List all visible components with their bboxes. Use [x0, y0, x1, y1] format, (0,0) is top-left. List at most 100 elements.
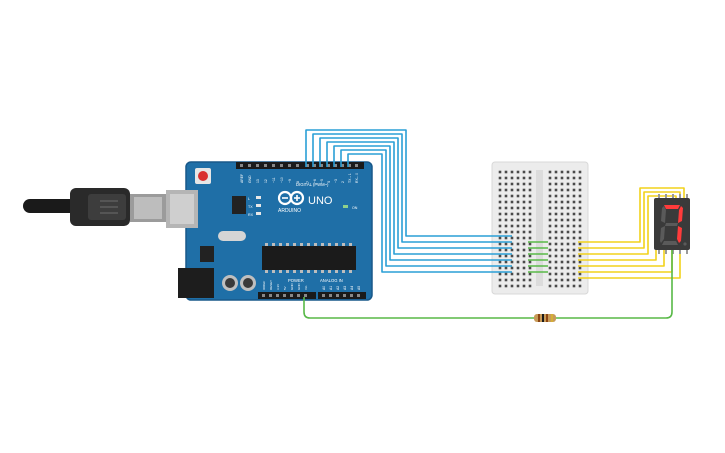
breadboard-hole[interactable]	[566, 260, 570, 264]
breadboard-hole[interactable]	[560, 212, 564, 216]
breadboard-hole[interactable]	[504, 200, 508, 204]
breadboard-hole[interactable]	[572, 236, 576, 240]
breadboard-hole[interactable]	[510, 266, 514, 270]
breadboard-hole[interactable]	[498, 272, 502, 276]
breadboard-hole[interactable]	[522, 254, 526, 258]
breadboard-hole[interactable]	[522, 272, 526, 276]
breadboard-hole[interactable]	[516, 218, 520, 222]
breadboard-hole[interactable]	[516, 212, 520, 216]
breadboard-hole[interactable]	[548, 176, 552, 180]
breadboard-hole[interactable]	[560, 236, 564, 240]
breadboard-hole[interactable]	[528, 188, 532, 192]
breadboard-hole[interactable]	[578, 170, 582, 174]
breadboard-hole[interactable]	[554, 176, 558, 180]
breadboard-hole[interactable]	[572, 284, 576, 288]
breadboard-hole[interactable]	[522, 194, 526, 198]
breadboard-hole[interactable]	[504, 206, 508, 210]
breadboard-hole[interactable]	[516, 200, 520, 204]
breadboard-hole[interactable]	[560, 182, 564, 186]
breadboard-hole[interactable]	[566, 236, 570, 240]
breadboard-hole[interactable]	[510, 242, 514, 246]
breadboard-hole[interactable]	[560, 242, 564, 246]
breadboard-hole[interactable]	[548, 170, 552, 174]
breadboard-hole[interactable]	[548, 242, 552, 246]
breadboard-hole[interactable]	[522, 188, 526, 192]
breadboard-hole[interactable]	[504, 194, 508, 198]
breadboard-hole[interactable]	[528, 272, 532, 276]
breadboard-hole[interactable]	[516, 188, 520, 192]
breadboard-hole[interactable]	[504, 176, 508, 180]
breadboard-hole[interactable]	[572, 200, 576, 204]
breadboard-hole[interactable]	[560, 176, 564, 180]
breadboard-hole[interactable]	[560, 272, 564, 276]
breadboard-hole[interactable]	[572, 188, 576, 192]
breadboard-hole[interactable]	[516, 272, 520, 276]
breadboard-hole[interactable]	[560, 260, 564, 264]
breadboard-hole[interactable]	[510, 236, 514, 240]
breadboard-hole[interactable]	[522, 224, 526, 228]
breadboard-hole[interactable]	[572, 212, 576, 216]
breadboard-hole[interactable]	[498, 182, 502, 186]
breadboard-hole[interactable]	[578, 272, 582, 276]
breadboard-hole[interactable]	[504, 254, 508, 258]
breadboard-hole[interactable]	[498, 236, 502, 240]
blue-wire[interactable]	[319, 137, 512, 249]
breadboard-hole[interactable]	[578, 188, 582, 192]
breadboard-hole[interactable]	[504, 182, 508, 186]
breadboard-hole[interactable]	[578, 284, 582, 288]
breadboard-hole[interactable]	[578, 236, 582, 240]
breadboard-hole[interactable]	[554, 170, 558, 174]
breadboard-hole[interactable]	[578, 182, 582, 186]
breadboard-hole[interactable]	[522, 218, 526, 222]
breadboard-hole[interactable]	[554, 194, 558, 198]
breadboard-hole[interactable]	[498, 278, 502, 282]
breadboard-hole[interactable]	[522, 260, 526, 264]
breadboard-hole[interactable]	[578, 278, 582, 282]
arduino-board[interactable]: ARDUINO UNO DIGITAL (PWM~) ANALOG IN POW…	[166, 161, 373, 301]
seven-segment-display[interactable]: 7	[0, 0, 690, 254]
breadboard-hole[interactable]	[554, 200, 558, 204]
breadboard-hole[interactable]	[566, 284, 570, 288]
breadboard-hole[interactable]	[516, 194, 520, 198]
breadboard-hole[interactable]	[572, 170, 576, 174]
breadboard-hole[interactable]	[548, 212, 552, 216]
breadboard-hole[interactable]	[528, 218, 532, 222]
breadboard-hole[interactable]	[522, 284, 526, 288]
breadboard-hole[interactable]	[498, 242, 502, 246]
blue-wire[interactable]	[312, 133, 512, 243]
breadboard-hole[interactable]	[528, 200, 532, 204]
breadboard-hole[interactable]	[548, 218, 552, 222]
breadboard-hole[interactable]	[504, 188, 508, 192]
breadboard-hole[interactable]	[548, 230, 552, 234]
breadboard-hole[interactable]	[554, 254, 558, 258]
breadboard-hole[interactable]	[548, 194, 552, 198]
breadboard-hole[interactable]	[510, 230, 514, 234]
breadboard-hole[interactable]	[578, 230, 582, 234]
breadboard-hole[interactable]	[516, 254, 520, 258]
breadboard-hole[interactable]	[522, 242, 526, 246]
breadboard-hole[interactable]	[566, 248, 570, 252]
breadboard-hole[interactable]	[522, 248, 526, 252]
breadboard-hole[interactable]	[572, 242, 576, 246]
breadboard-hole[interactable]	[528, 170, 532, 174]
resistor[interactable]	[534, 314, 556, 322]
blue-wire[interactable]	[333, 145, 512, 261]
breadboard-hole[interactable]	[548, 284, 552, 288]
breadboard-hole[interactable]	[554, 272, 558, 276]
breadboard-hole[interactable]	[554, 206, 558, 210]
breadboard-hole[interactable]	[528, 242, 532, 246]
breadboard-hole[interactable]	[578, 218, 582, 222]
breadboard-hole[interactable]	[528, 284, 532, 288]
breadboard-hole[interactable]	[498, 284, 502, 288]
breadboard-hole[interactable]	[504, 248, 508, 252]
breadboard-hole[interactable]	[566, 272, 570, 276]
yellow-wire[interactable]	[578, 250, 657, 261]
breadboard-hole[interactable]	[554, 242, 558, 246]
breadboard-hole[interactable]	[560, 194, 564, 198]
breadboard-hole[interactable]	[504, 218, 508, 222]
breadboard-hole[interactable]	[528, 248, 532, 252]
breadboard-hole[interactable]	[578, 248, 582, 252]
breadboard-hole[interactable]	[498, 224, 502, 228]
breadboard-hole[interactable]	[498, 230, 502, 234]
breadboard-hole[interactable]	[548, 248, 552, 252]
